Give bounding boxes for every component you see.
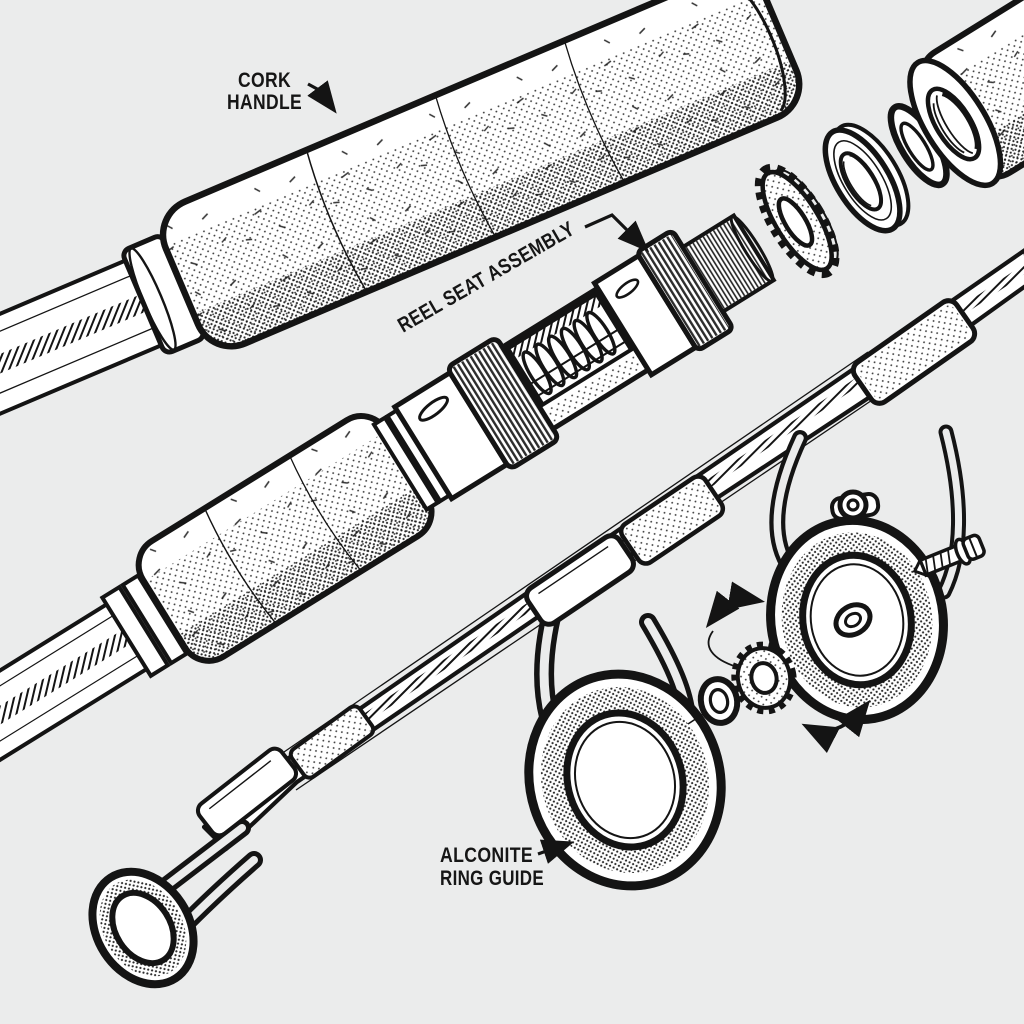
rod-blank-wrap-thread	[211, 264, 1024, 841]
tip-ferrule	[195, 746, 299, 838]
exploded-ring-guide	[766, 489, 948, 725]
knurled-nut-rear	[636, 229, 734, 352]
thread-wrap-tip	[288, 704, 376, 780]
cork-handle-label-line2: HANDLE	[227, 91, 302, 114]
ring-guide-label-line2: RING GUIDE	[440, 867, 544, 890]
guide-mount-tab	[829, 489, 881, 521]
winding-check-middle	[99, 572, 190, 679]
ring-guide-leader-arrow	[537, 839, 575, 864]
guide-insert-o-ring	[697, 676, 741, 726]
rotation-arrow-lower	[801, 700, 871, 753]
reel-seat-leader-arrow	[584, 213, 650, 253]
reel-seat-cutaway-spring	[498, 284, 652, 433]
locking-gear-washer	[754, 163, 840, 279]
arrow-leader-squiggle	[707, 630, 738, 668]
threaded-end	[680, 212, 777, 315]
cork-handle-label: CORK HANDLE	[227, 69, 337, 114]
cork-handle-label-line1: CORK	[238, 69, 291, 92]
guide-hub	[833, 602, 873, 638]
reel-seat-assembly	[371, 212, 777, 513]
thread-wrap-middle	[618, 474, 726, 566]
tip-top-guide-ring	[88, 867, 198, 989]
rotation-arrow-upper	[705, 581, 765, 628]
guide-foot-wrap-middle	[524, 533, 636, 627]
guide-mounting-screw	[912, 533, 986, 578]
ring-guide-label-line1: ALCONITE	[440, 844, 533, 867]
rod-top	[0, 0, 811, 434]
guide-foot-wrap-right	[850, 298, 978, 406]
cork-grip	[128, 405, 443, 672]
threaded-hood	[822, 122, 911, 234]
alconite-ring-guide	[524, 669, 726, 891]
cork-handle	[151, 0, 811, 358]
cork-handle-leader-arrow	[307, 80, 337, 114]
gear-washer-small	[731, 641, 797, 715]
ring-guide-label: ALCONITE RING GUIDE	[440, 839, 575, 890]
